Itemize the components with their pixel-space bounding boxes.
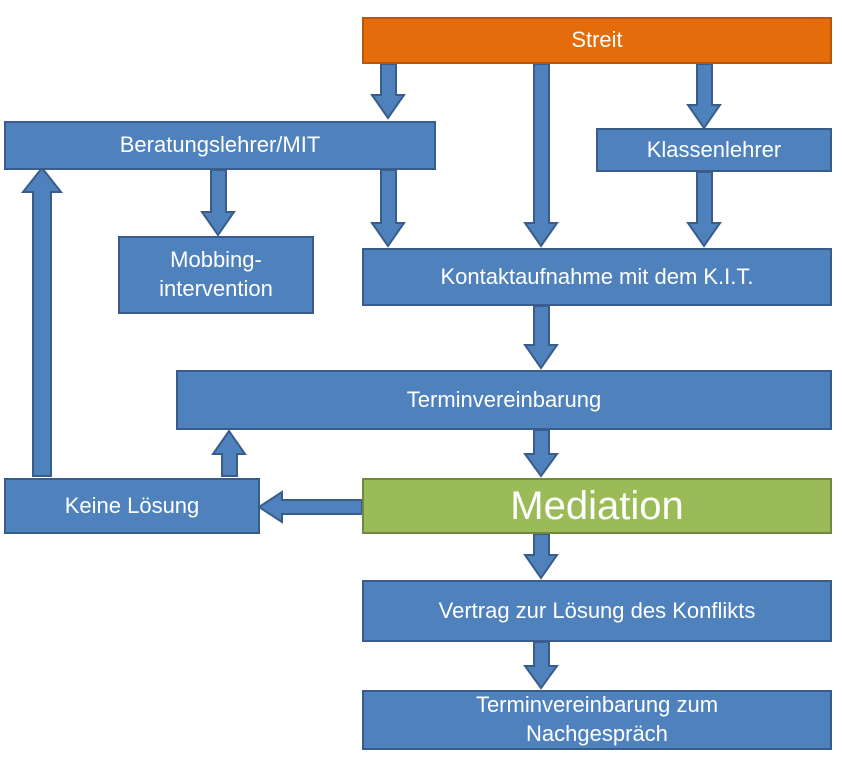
node-beratungslehrer: Beratungslehrer/MIT xyxy=(4,121,436,170)
arrow-terminvereinbarung-to-mediation xyxy=(523,429,559,478)
node-kontaktaufnahme: Kontaktaufnahme mit dem K.I.T. xyxy=(362,248,832,306)
arrow-vertrag-to-nachgespraech xyxy=(523,641,559,690)
node-terminvereinbarung: Terminvereinbarung xyxy=(176,370,832,430)
arrow-beratungslehrer-to-mobbing xyxy=(200,169,236,237)
node-mobbing: Mobbing- intervention xyxy=(118,236,314,314)
arrow-beratungslehrer-to-kontaktaufnahme xyxy=(370,169,406,248)
arrow-streit-to-beratungslehrer xyxy=(370,63,406,120)
arrow-streit-to-kontaktaufnahme xyxy=(523,63,559,248)
node-klassenlehrer: Klassenlehrer xyxy=(596,128,832,172)
node-streit: Streit xyxy=(362,17,832,64)
arrow-keine-loesung-to-terminvereinbarung xyxy=(211,429,247,477)
arrow-klassenlehrer-to-kontaktaufnahme xyxy=(686,171,722,248)
node-mediation: Mediation xyxy=(362,478,832,534)
arrow-streit-to-klassenlehrer xyxy=(686,63,722,130)
arrow-mediation-to-vertrag xyxy=(523,533,559,580)
arrow-keine-loesung-to-beratungslehrer xyxy=(20,166,64,477)
node-keine-loesung: Keine Lösung xyxy=(4,478,260,534)
node-vertrag: Vertrag zur Lösung des Konflikts xyxy=(362,580,832,642)
arrow-kontaktaufnahme-to-terminvereinbarung xyxy=(523,305,559,370)
node-nachgespraech: Terminvereinbarung zum Nachgespräch xyxy=(362,690,832,750)
arrow-mediation-to-keine-loesung xyxy=(257,490,363,524)
